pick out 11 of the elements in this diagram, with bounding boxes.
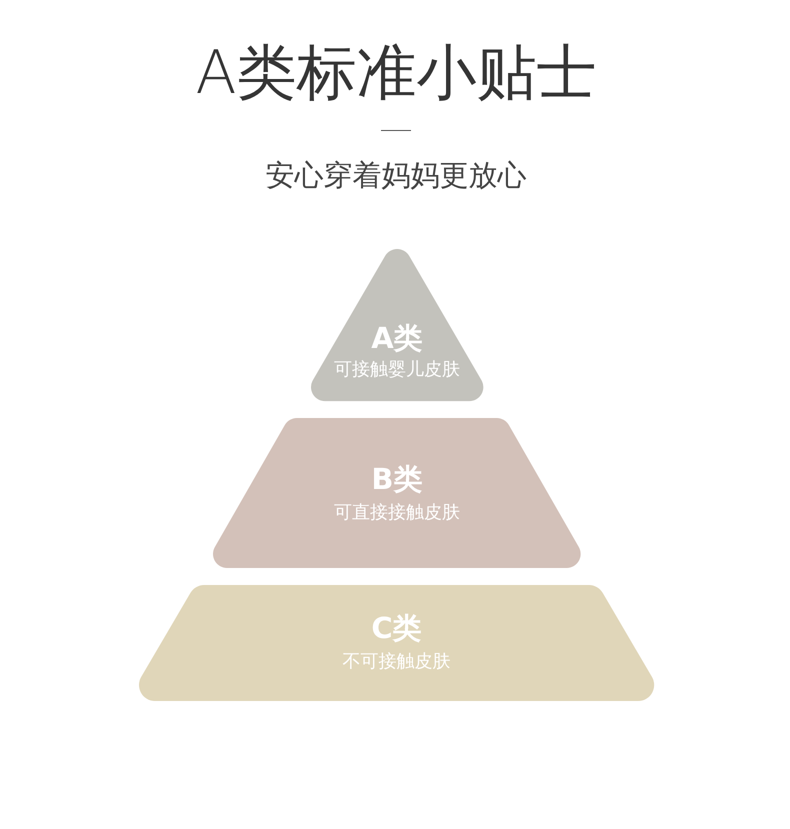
pyramid-level [138,585,654,701]
level-heading: A类 [371,324,423,354]
level-description: 可接触婴儿皮肤 [334,360,460,379]
level-heading: B类 [371,464,423,494]
pyramid-level [213,418,581,568]
title: A类标准小贴士 [195,43,597,103]
level-heading: C类 [371,614,422,642]
level-description: 可直接接触皮肤 [334,504,460,522]
level-description: 不可接触皮肤 [342,653,450,671]
pyramid-level [310,248,484,401]
subtitle: 安心穿着妈妈更放心 [266,160,526,190]
